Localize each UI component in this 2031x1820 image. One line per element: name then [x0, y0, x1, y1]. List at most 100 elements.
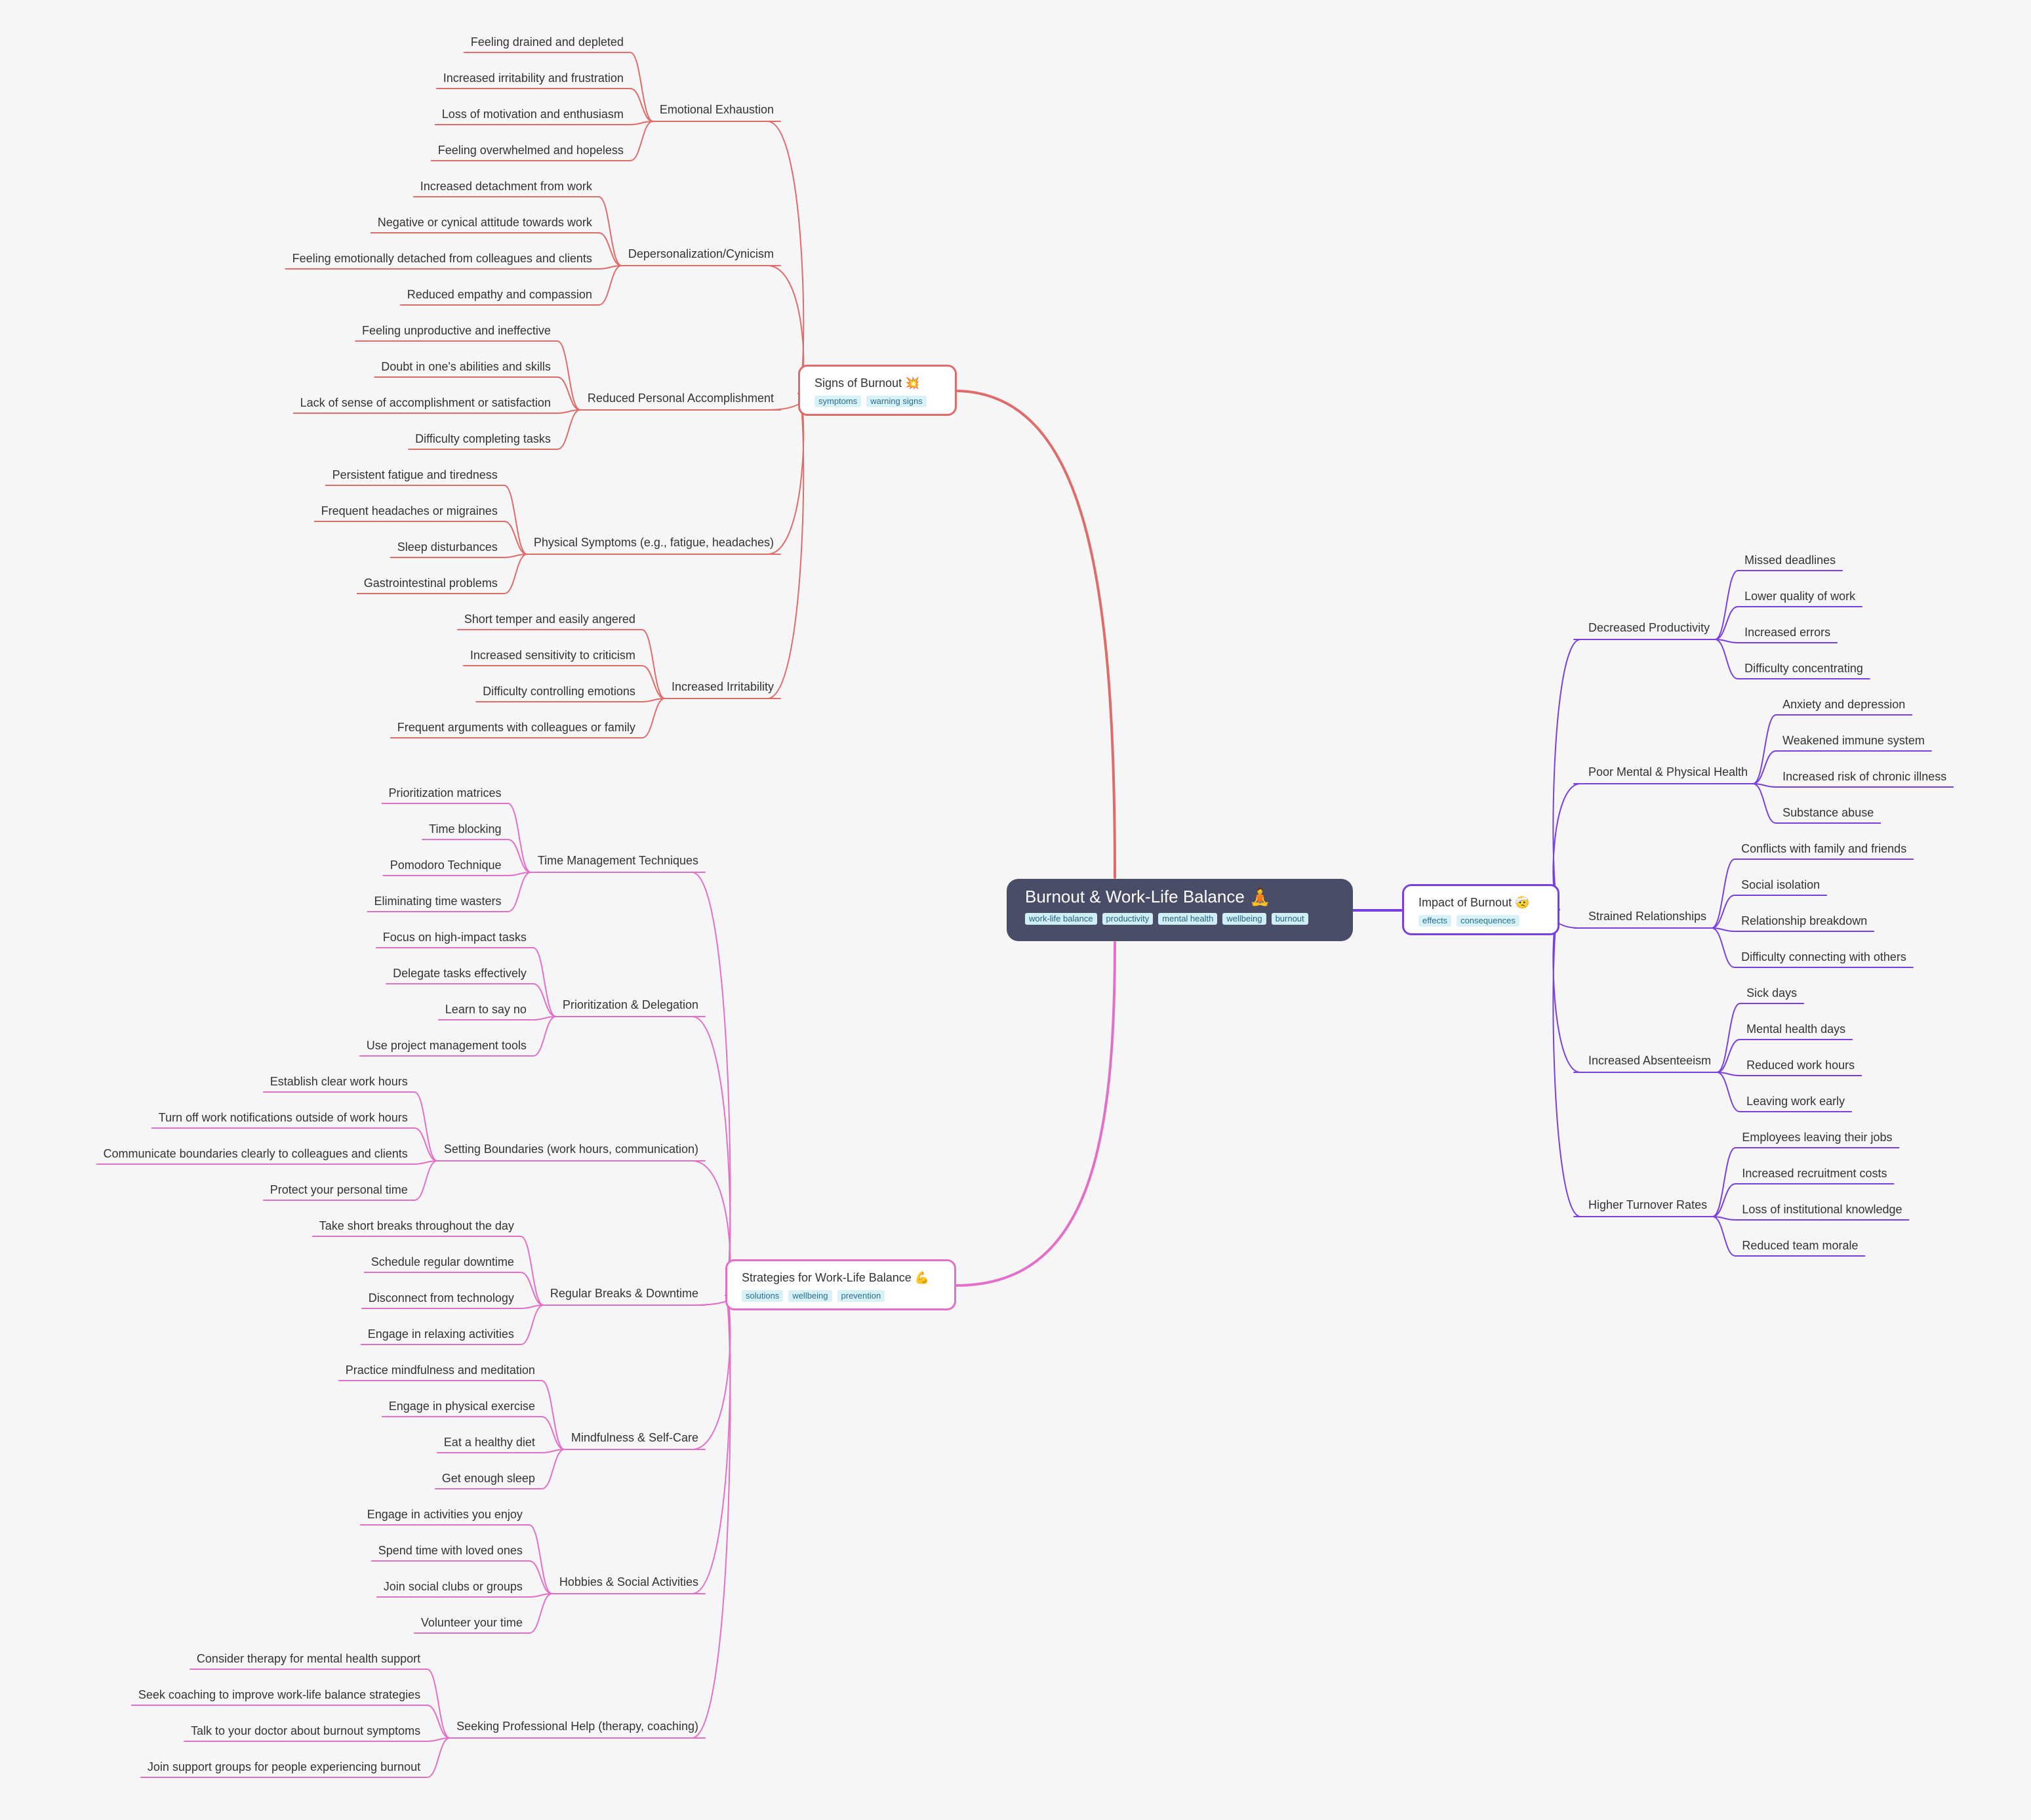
leaf-disconnect-from-technology[interactable]: Disconnect from technology [369, 1291, 514, 1304]
leaf-increased-sensitivity-to-criticism[interactable]: Increased sensitivity to criticism [470, 649, 635, 662]
topic-setting-boundaries-work-hours-communication[interactable]: Setting Boundaries (work hours, communic… [444, 1143, 698, 1156]
leaf-weakened-immune-system[interactable]: Weakened immune system [1782, 734, 1925, 747]
leaf-doubt-in-one-s-abilities-and-skills[interactable]: Doubt in one's abilities and skills [381, 360, 551, 373]
branch-tag[interactable]: effects [1418, 915, 1452, 927]
topic-strained-relationships[interactable]: Strained Relationships [1588, 910, 1706, 923]
leaf-missed-deadlines[interactable]: Missed deadlines [1744, 554, 1836, 567]
branch-tag[interactable]: wellbeing [788, 1290, 832, 1302]
leaf-short-temper-and-easily-angered[interactable]: Short temper and easily angered [464, 613, 635, 626]
leaf-feeling-overwhelmed-and-hopeless[interactable]: Feeling overwhelmed and hopeless [438, 144, 624, 157]
root-tag[interactable]: wellbeing [1222, 913, 1266, 925]
leaf-increased-irritability-and-frustration[interactable]: Increased irritability and frustration [443, 71, 624, 85]
leaf-difficulty-completing-tasks[interactable]: Difficulty completing tasks [415, 432, 551, 445]
topic-hobbies-social-activities[interactable]: Hobbies & Social Activities [559, 1575, 698, 1588]
leaf-conflicts-with-family-and-friends[interactable]: Conflicts with family and friends [1741, 842, 1906, 855]
root-node[interactable]: Burnout & Work-Life Balance 🧘 work-life … [1007, 879, 1353, 941]
topic-increased-absenteeism[interactable]: Increased Absenteeism [1588, 1054, 1711, 1067]
leaf-social-isolation[interactable]: Social isolation [1741, 878, 1820, 891]
leaf-relationship-breakdown[interactable]: Relationship breakdown [1741, 914, 1867, 927]
topic-time-management-techniques[interactable]: Time Management Techniques [538, 854, 698, 867]
root-tag[interactable]: work-life balance [1025, 913, 1097, 925]
leaf-eliminating-time-wasters[interactable]: Eliminating time wasters [374, 895, 501, 908]
leaf-increased-detachment-from-work[interactable]: Increased detachment from work [420, 180, 593, 193]
leaf-reduced-team-morale[interactable]: Reduced team morale [1742, 1239, 1858, 1252]
leaf-spend-time-with-loved-ones[interactable]: Spend time with loved ones [378, 1544, 523, 1557]
leaf-increased-risk-of-chronic-illness[interactable]: Increased risk of chronic illness [1782, 770, 1946, 783]
topic-prioritization-delegation[interactable]: Prioritization & Delegation [563, 998, 698, 1011]
leaf-use-project-management-tools[interactable]: Use project management tools [367, 1039, 527, 1052]
leaf-engage-in-relaxing-activities[interactable]: Engage in relaxing activities [368, 1327, 514, 1341]
branch-tag[interactable]: solutions [742, 1290, 784, 1302]
leaf-substance-abuse[interactable]: Substance abuse [1782, 806, 1874, 819]
branch-tag[interactable]: consequences [1457, 915, 1519, 927]
leaf-lower-quality-of-work[interactable]: Lower quality of work [1744, 590, 1856, 603]
leaf-sick-days[interactable]: Sick days [1746, 986, 1797, 1000]
leaf-sleep-disturbances[interactable]: Sleep disturbances [397, 540, 498, 554]
leaf-frequent-headaches-or-migraines[interactable]: Frequent headaches or migraines [321, 504, 498, 517]
leaf-time-blocking[interactable]: Time blocking [429, 822, 501, 836]
leaf-consider-therapy-for-mental-health-suppo[interactable]: Consider therapy for mental health suppo… [197, 1652, 420, 1665]
topic-poor-mental-physical-health[interactable]: Poor Mental & Physical Health [1588, 765, 1748, 779]
leaf-turn-off-work-notifications-outside-of-w[interactable]: Turn off work notifications outside of w… [159, 1111, 408, 1124]
branch-tag[interactable]: warning signs [866, 395, 927, 407]
leaf-leaving-work-early[interactable]: Leaving work early [1746, 1095, 1845, 1108]
leaf-difficulty-connecting-with-others[interactable]: Difficulty connecting with others [1741, 950, 1906, 963]
leaf-join-support-groups-for-people-experienc[interactable]: Join support groups for people experienc… [148, 1760, 420, 1773]
leaf-establish-clear-work-hours[interactable]: Establish clear work hours [270, 1075, 408, 1088]
branch-tag[interactable]: symptoms [814, 395, 862, 407]
leaf-negative-or-cynical-attitude-towards-wor[interactable]: Negative or cynical attitude towards wor… [378, 216, 593, 229]
leaf-engage-in-physical-exercise[interactable]: Engage in physical exercise [389, 1400, 535, 1413]
leaf-take-short-breaks-throughout-the-day[interactable]: Take short breaks throughout the day [319, 1219, 514, 1232]
leaf-focus-on-high-impact-tasks[interactable]: Focus on high-impact tasks [383, 931, 527, 944]
leaf-lack-of-sense-of-accomplishment-or-satis[interactable]: Lack of sense of accomplishment or satis… [300, 396, 551, 409]
branch-strategies[interactable]: Strategies for Work-Life Balance 💪 solut… [725, 1259, 956, 1310]
leaf-seek-coaching-to-improve-work-life-balan[interactable]: Seek coaching to improve work-life balan… [138, 1688, 420, 1701]
leaf-mental-health-days[interactable]: Mental health days [1746, 1022, 1845, 1036]
leaf-delegate-tasks-effectively[interactable]: Delegate tasks effectively [393, 967, 527, 980]
branch-impact-of-burnout[interactable]: Impact of Burnout 🤕 effects consequences [1402, 884, 1559, 935]
leaf-schedule-regular-downtime[interactable]: Schedule regular downtime [371, 1255, 514, 1268]
leaf-learn-to-say-no[interactable]: Learn to say no [445, 1003, 527, 1016]
leaf-gastrointestinal-problems[interactable]: Gastrointestinal problems [364, 576, 498, 590]
topic-regular-breaks-downtime[interactable]: Regular Breaks & Downtime [550, 1287, 698, 1300]
leaf-loss-of-institutional-knowledge[interactable]: Loss of institutional knowledge [1742, 1203, 1902, 1216]
topic-emotional-exhaustion[interactable]: Emotional Exhaustion [660, 103, 774, 116]
topic-mindfulness-self-care[interactable]: Mindfulness & Self-Care [571, 1431, 698, 1444]
topic-reduced-personal-accomplishment[interactable]: Reduced Personal Accomplishment [588, 392, 774, 405]
topic-decreased-productivity[interactable]: Decreased Productivity [1588, 621, 1710, 634]
leaf-volunteer-your-time[interactable]: Volunteer your time [421, 1616, 523, 1629]
topic-depersonalization-cynicism[interactable]: Depersonalization/Cynicism [628, 247, 774, 260]
topic-physical-symptoms-e-g-fatigue-headaches[interactable]: Physical Symptoms (e.g., fatigue, headac… [534, 536, 774, 549]
leaf-prioritization-matrices[interactable]: Prioritization matrices [388, 786, 501, 799]
topic-higher-turnover-rates[interactable]: Higher Turnover Rates [1588, 1198, 1707, 1211]
root-tag[interactable]: productivity [1102, 913, 1154, 925]
leaf-communicate-boundaries-clearly-to-collea[interactable]: Communicate boundaries clearly to collea… [104, 1147, 408, 1160]
branch-tag[interactable]: prevention [837, 1290, 885, 1302]
leaf-protect-your-personal-time[interactable]: Protect your personal time [270, 1183, 408, 1196]
leaf-talk-to-your-doctor-about-burnout-sympto[interactable]: Talk to your doctor about burnout sympto… [191, 1724, 420, 1737]
leaf-increased-errors[interactable]: Increased errors [1744, 626, 1830, 639]
leaf-persistent-fatigue-and-tiredness[interactable]: Persistent fatigue and tiredness [332, 468, 498, 481]
leaf-engage-in-activities-you-enjoy[interactable]: Engage in activities you enjoy [367, 1508, 523, 1521]
leaf-loss-of-motivation-and-enthusiasm[interactable]: Loss of motivation and enthusiasm [442, 108, 624, 121]
leaf-reduced-work-hours[interactable]: Reduced work hours [1746, 1059, 1855, 1072]
leaf-increased-recruitment-costs[interactable]: Increased recruitment costs [1742, 1167, 1887, 1180]
leaf-feeling-drained-and-depleted[interactable]: Feeling drained and depleted [471, 35, 624, 49]
leaf-frequent-arguments-with-colleagues-or-fa[interactable]: Frequent arguments with colleagues or fa… [397, 721, 635, 734]
leaf-join-social-clubs-or-groups[interactable]: Join social clubs or groups [384, 1580, 523, 1593]
leaf-practice-mindfulness-and-meditation[interactable]: Practice mindfulness and meditation [346, 1364, 535, 1377]
leaf-reduced-empathy-and-compassion[interactable]: Reduced empathy and compassion [407, 288, 592, 301]
root-tag[interactable]: burnout [1271, 913, 1308, 925]
leaf-feeling-unproductive-and-ineffective[interactable]: Feeling unproductive and ineffective [362, 324, 551, 337]
leaf-eat-a-healthy-diet[interactable]: Eat a healthy diet [444, 1436, 535, 1449]
leaf-employees-leaving-their-jobs[interactable]: Employees leaving their jobs [1742, 1131, 1892, 1144]
leaf-difficulty-controlling-emotions[interactable]: Difficulty controlling emotions [483, 685, 635, 698]
leaf-get-enough-sleep[interactable]: Get enough sleep [442, 1472, 535, 1485]
leaf-difficulty-concentrating[interactable]: Difficulty concentrating [1744, 662, 1863, 675]
leaf-feeling-emotionally-detached-from-collea[interactable]: Feeling emotionally detached from collea… [292, 252, 592, 265]
branch-signs-of-burnout[interactable]: Signs of Burnout 💥 symptoms warning sign… [798, 365, 957, 416]
leaf-pomodoro-technique[interactable]: Pomodoro Technique [390, 859, 502, 872]
topic-increased-irritability[interactable]: Increased Irritability [672, 680, 774, 693]
root-tag[interactable]: mental health [1158, 913, 1218, 925]
topic-seeking-professional-help-therapy-coaching[interactable]: Seeking Professional Help (therapy, coac… [456, 1720, 698, 1733]
